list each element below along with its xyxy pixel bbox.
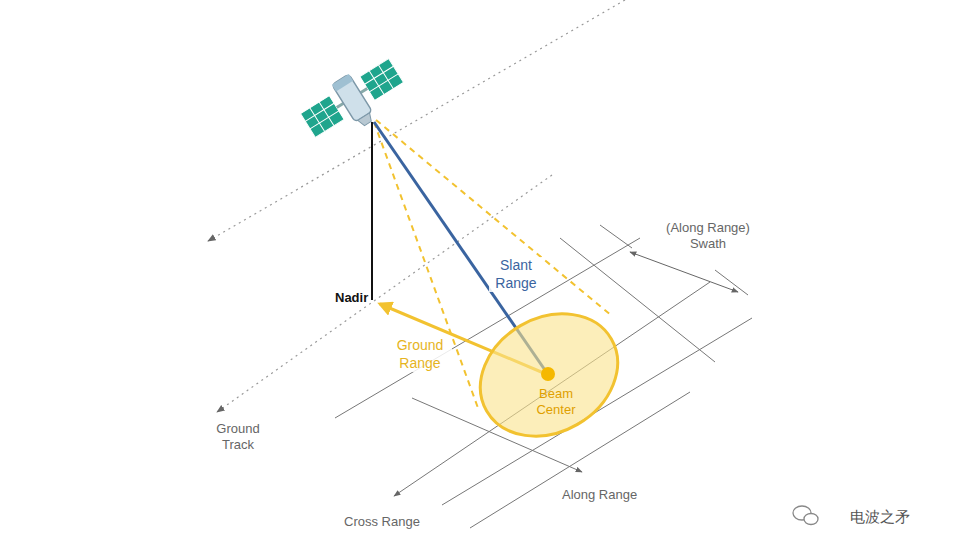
satellite	[296, 52, 412, 151]
beam-center-label: Beam Center	[526, 386, 586, 419]
footprint-ellipse	[474, 306, 624, 444]
nadir-label: Nadir	[335, 290, 368, 306]
swath-dimension	[630, 252, 738, 292]
along-range-label: Along Range	[562, 487, 637, 503]
nadir-line	[371, 122, 373, 300]
slant-range-label: Slant Range	[489, 257, 543, 292]
watermark: 电波之矛	[850, 508, 910, 527]
ground-range-label: Ground Range	[388, 337, 452, 372]
swath-label: (Along Range) Swath	[653, 220, 763, 253]
watermark-icon	[793, 506, 818, 525]
cross-range-label: Cross Range	[344, 514, 420, 530]
ground-track-label: Ground Track	[208, 421, 268, 454]
grid-lines	[335, 225, 752, 528]
orbit-line	[208, 0, 625, 241]
beam-footprint: Beam Center	[474, 306, 624, 444]
